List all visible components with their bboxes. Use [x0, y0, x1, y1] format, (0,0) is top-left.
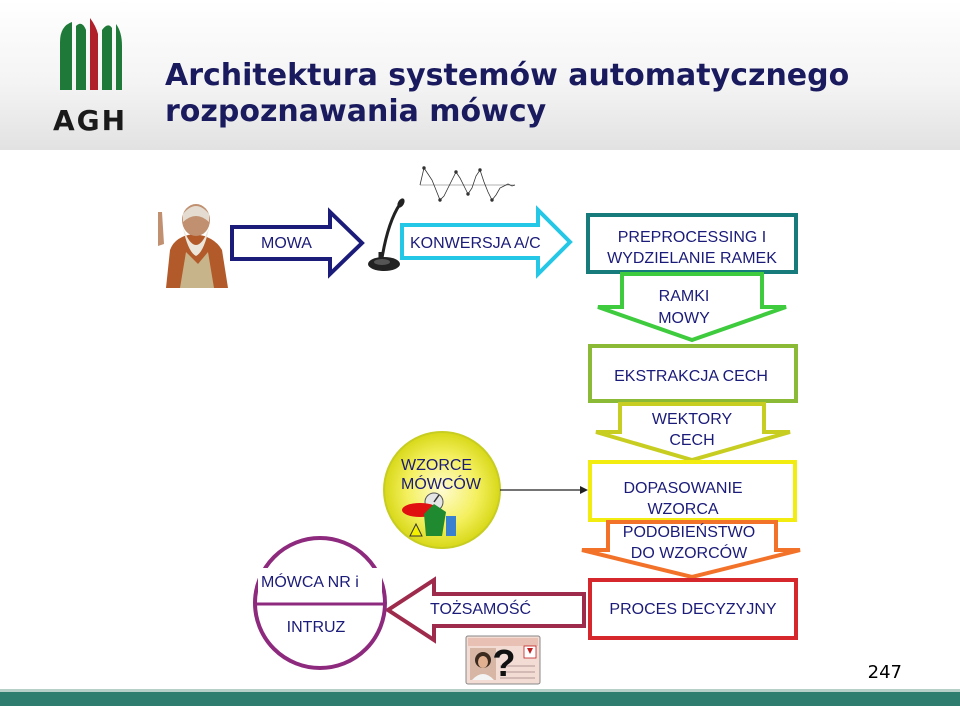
dopasowanie-label-line1: DOPASOWANIE [623, 480, 742, 497]
mowca-label: MÓWCA NR i [261, 572, 359, 591]
proces-box [588, 578, 798, 640]
speaker-recognition-diagram: MOWA KONWERSJA A/C PREPROCESSING I WYDZI… [152, 166, 801, 685]
speaker-models-shapes-icon [402, 492, 456, 537]
wektory-arrow [595, 402, 791, 463]
microphone-icon [368, 198, 405, 271]
ekstrakcja-label: EKSTRAKCJA CECH [614, 368, 768, 385]
identity-question-mark: ? [492, 643, 515, 685]
dopasowanie-label-line2: WZORCA [647, 501, 718, 518]
ekstrakcja-box [588, 344, 798, 403]
proces-label: PROCES DECYZYJNY [609, 601, 776, 618]
konwersja-arrow [400, 205, 573, 279]
ramki-arrow [597, 272, 787, 343]
wzorce-label-line1: WZORCE [401, 457, 472, 474]
preprocessing-label-line1: PREPROCESSING I [618, 229, 766, 246]
connector-arrowhead [580, 486, 588, 494]
podobienstwo-label-line1: PODOBIEŃSTWO [623, 522, 755, 541]
agh-logo-text: AGH [53, 104, 127, 137]
mowa-arrow [230, 207, 365, 279]
podobienstwo-arrow [581, 520, 801, 580]
agh-logo: AGH [53, 18, 127, 137]
tozsamosc-arrow [384, 576, 586, 644]
podobienstwo-label-line2: DO WZORCÓW [631, 543, 748, 562]
identity-card-icon [465, 635, 541, 685]
footer-stripe [0, 689, 960, 692]
wzorce-label-line2: MÓWCÓW [401, 474, 482, 493]
speaker-portrait [152, 204, 230, 288]
ramki-label-line1: RAMKI [659, 288, 710, 305]
waveform-illustration [419, 166, 516, 202]
preprocessing-label-line2: WYDZIELANIE RAMEK [607, 250, 777, 267]
slide-title-line2: rozpoznawania mówcy [165, 94, 547, 129]
slide-header: AGH Architektura systemów automatycznego… [0, 0, 960, 150]
konwersja-label: KONWERSJA A/C [410, 235, 541, 252]
tozsamosc-label: TOŻSAMOŚĆ [430, 599, 531, 618]
footer-bar [0, 692, 960, 706]
slide-title-line1: Architektura systemów automatycznego [165, 58, 850, 93]
intruz-label: INTRUZ [287, 619, 346, 636]
slide-title: Architektura systemów automatycznego roz… [165, 58, 849, 130]
ramki-label-line2: MOWY [658, 310, 710, 327]
agh-logo-emblem [60, 18, 122, 90]
mowa-label: MOWA [261, 235, 312, 252]
mowca-label-background [258, 568, 382, 594]
wektory-label-line2: CECH [669, 432, 714, 449]
preprocessing-box [586, 213, 798, 274]
page-number: 247 [867, 662, 902, 683]
wektory-label-line1: WEKTORY [652, 411, 733, 428]
